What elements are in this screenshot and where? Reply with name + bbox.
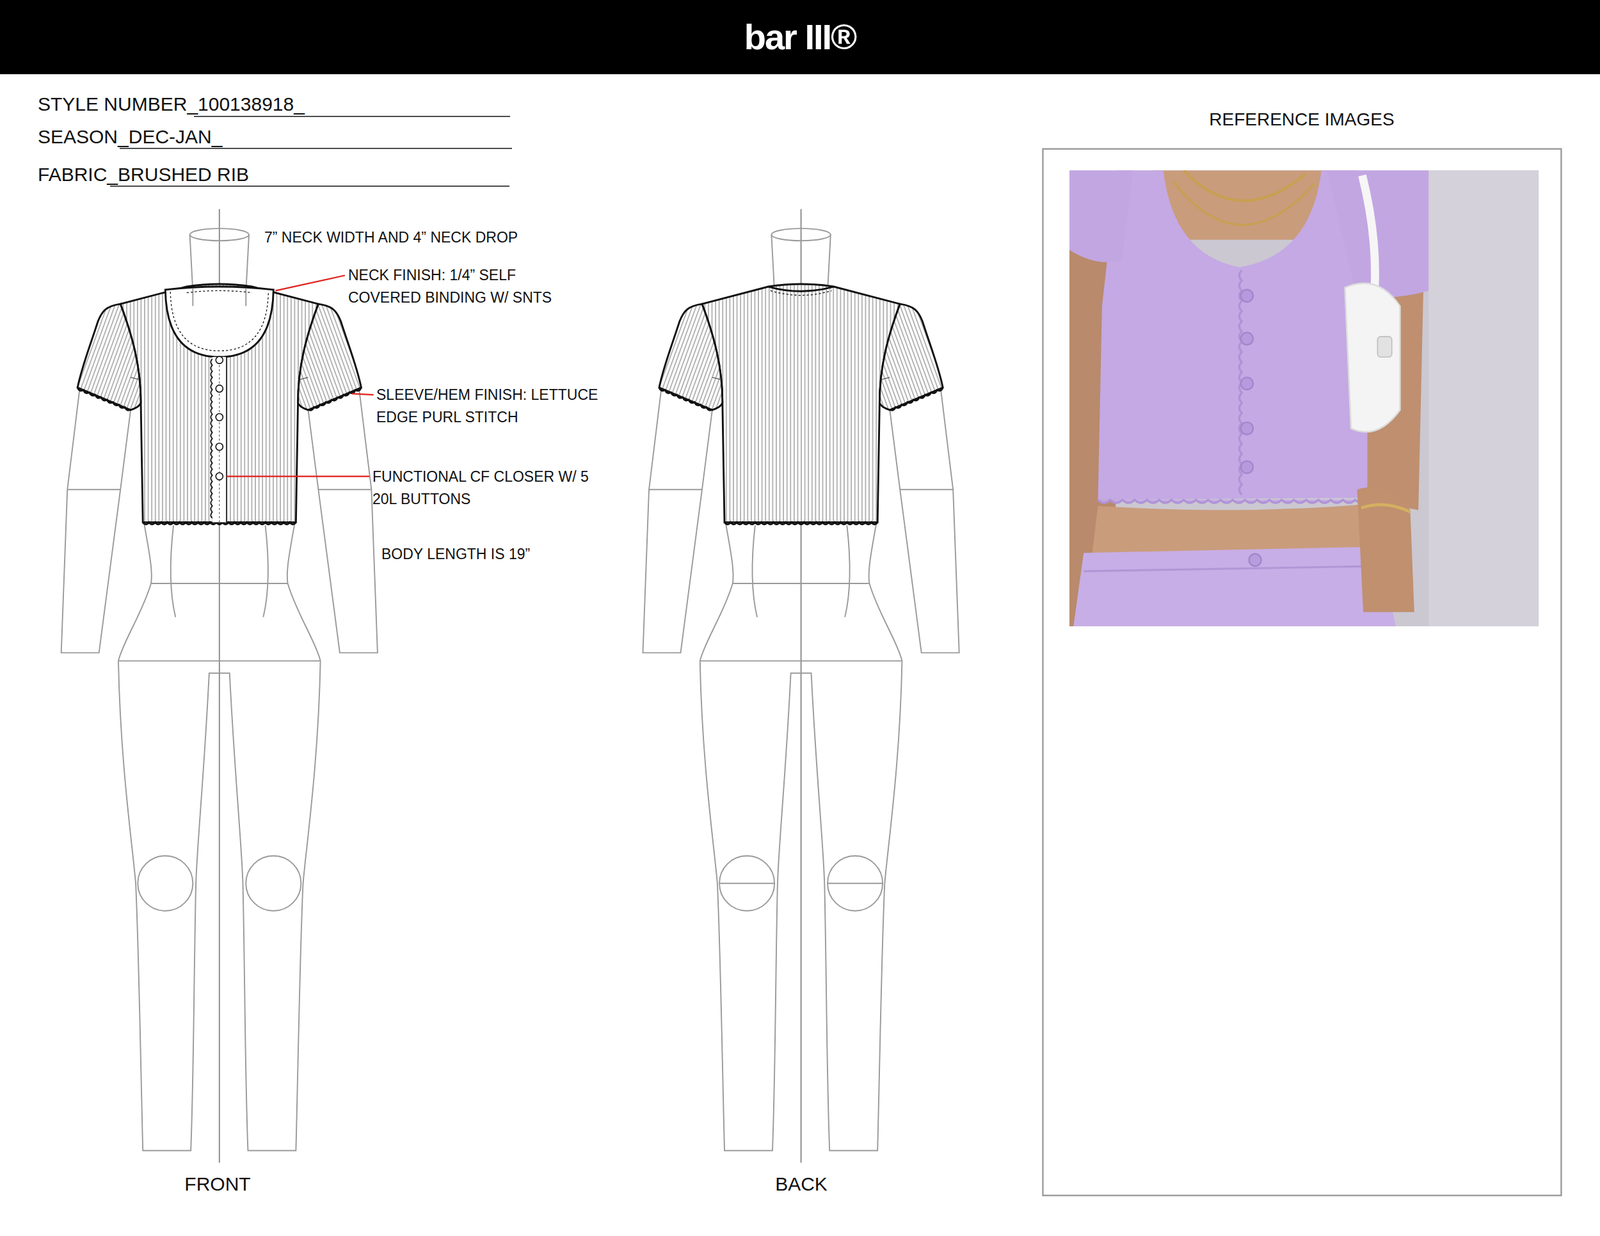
dimension-note: 7” NECK WIDTH AND 4” NECK DROP (264, 228, 518, 248)
callout-note: FUNCTIONAL CF CLOSER W/ 5 20L BUTTONS (372, 465, 594, 511)
reference-panel: REFERENCE IMAGES (1042, 102, 1561, 1197)
dimension-note: BODY LENGTH IS 19” (381, 543, 530, 566)
header-bar: bar III® (0, 0, 1600, 75)
callout-note: NECK FINISH: 1/4” SELF COVERED BINDING W… (348, 264, 573, 310)
callout-note: SLEEVE/HEM FINISH: LETTUCE EDGE PURL STI… (376, 384, 601, 429)
spec-field: SEASON_DEC-JAN_ (37, 125, 223, 149)
brand-logo: bar III® (0, 0, 1600, 75)
spec-field: STYLE NUMBER_100138918_ (37, 92, 305, 116)
panel-heading: REFERENCE IMAGES (1042, 108, 1561, 131)
view-label: BACK (705, 1173, 898, 1197)
view-label: FRONT (121, 1173, 314, 1197)
spec-field: FABRIC_BRUSHED RIB (37, 163, 249, 187)
